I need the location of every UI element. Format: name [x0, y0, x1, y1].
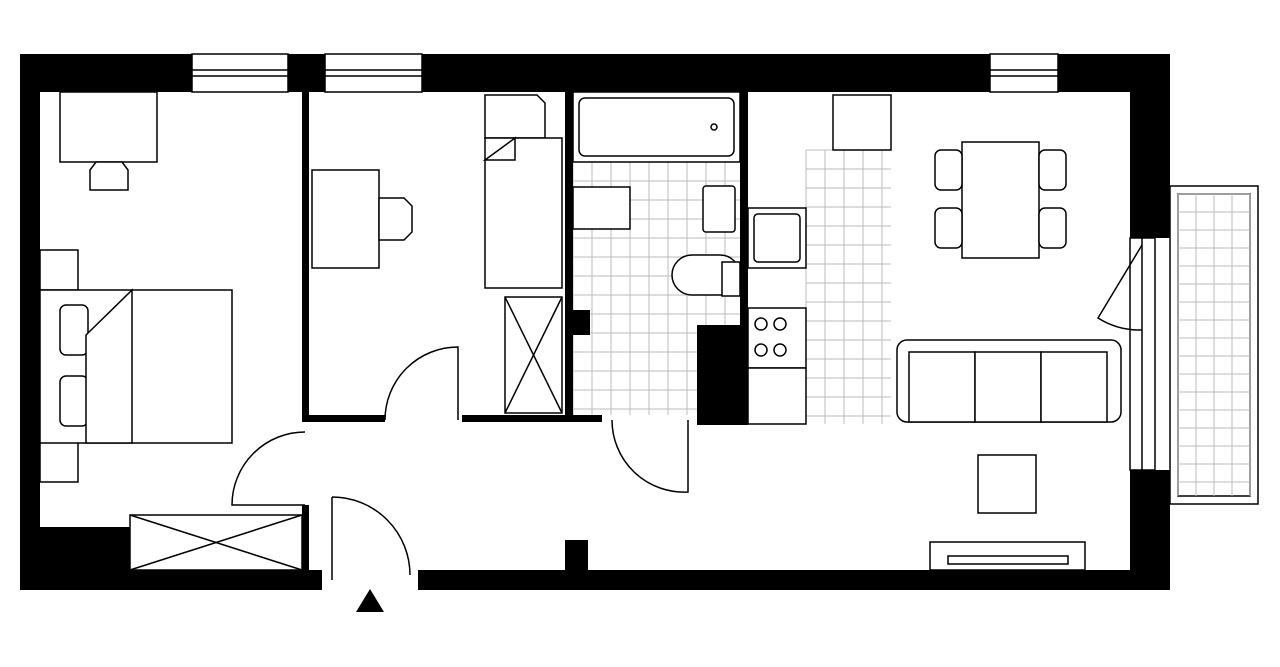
balcony: [1169, 185, 1259, 505]
kitchen-fixtures: [747, 94, 892, 425]
walls: [20, 54, 1170, 590]
bedroom-furniture: [39, 91, 303, 571]
kitchen-tiles: [805, 149, 891, 424]
study-furniture: [311, 94, 563, 414]
bathroom-fixtures: [572, 91, 741, 297]
windows: [191, 53, 1156, 471]
doors: [231, 244, 1143, 580]
living-furniture: [896, 141, 1122, 571]
entrance-arrow-icon: [356, 589, 384, 612]
